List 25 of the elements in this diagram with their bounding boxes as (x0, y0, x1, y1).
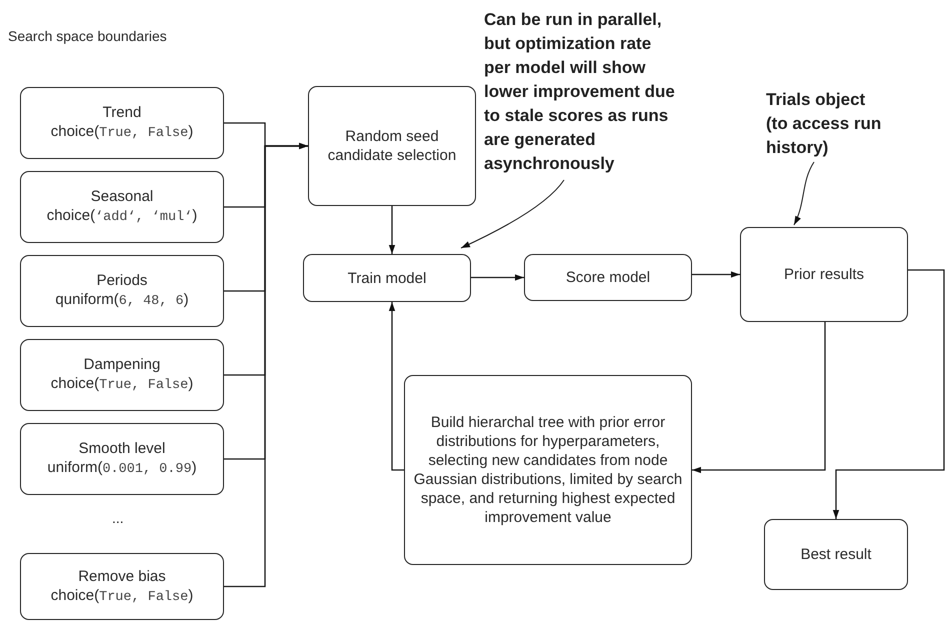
arrow (224, 142, 308, 588)
arrow (388, 206, 396, 254)
process-box: Seasonal choice(‘add‘, ‘mul‘) (20, 171, 224, 243)
leader-line (460, 180, 564, 248)
process-box: Remove bias choice(True, False) (20, 553, 224, 620)
ellipsis: ... (112, 510, 124, 526)
process-box: Build hierarchal tree with prior error distributions for hyperparameters, selecting new candidates from node Gaussian distributions, limited by search space, and returning highest expected improvement value (404, 375, 692, 565)
process-box: Trend choice(True, False) (20, 87, 224, 159)
group-heading: Search space boundaries (8, 28, 167, 44)
leader-line (794, 162, 814, 226)
process-box: Dampening choice(True, False) (20, 339, 224, 411)
annotation-note: Trials object (to access run history) (766, 88, 884, 162)
arrow (832, 269, 945, 519)
arrow (692, 322, 826, 474)
arrow (692, 271, 740, 278)
process-box: Train model (303, 254, 471, 302)
process-box: Best result (764, 519, 908, 590)
arrow (471, 274, 524, 281)
arrow (388, 302, 404, 471)
process-box: Prior results (740, 227, 908, 322)
process-box: Smooth level uniform(0.001, 0.99) (20, 423, 224, 495)
annotation-note: Can be run in parallel, but optimization rate per model will show lower improvement due to stale scores as runs are generated asynchronously (484, 8, 679, 180)
process-box: Random seed candidate selection (308, 86, 476, 206)
process-box: Score model (524, 254, 692, 301)
process-box: Periods quniform(6, 48, 6) (20, 255, 224, 327)
